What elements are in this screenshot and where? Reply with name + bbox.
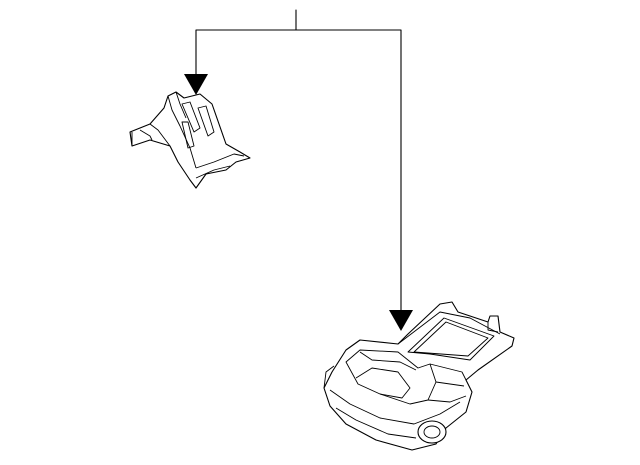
arrowhead-right [389,310,413,331]
arrowhead-left [184,74,208,95]
leader-branch-left [195,29,297,76]
bracket-part [129,91,251,189]
lamp-housing-part [323,301,515,451]
leader-branch-right [295,29,402,311]
leader-lines [184,9,413,331]
